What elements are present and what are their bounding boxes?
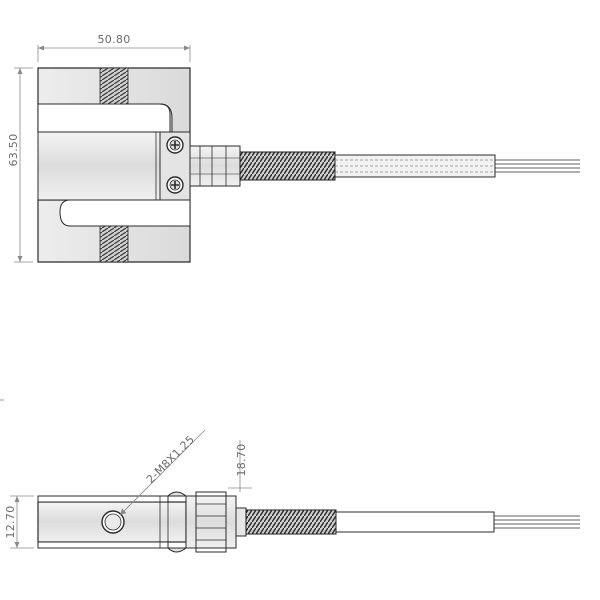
screw-head-bottom-icon [166, 547, 188, 553]
top-thread [99, 67, 129, 105]
thread-callout-label: 2-M8X1.25 [144, 433, 197, 486]
width-dimension: 50.80 [37, 33, 191, 62]
upper-slot [37, 103, 171, 133]
screw-top-icon [166, 136, 184, 154]
connector-nut [189, 145, 241, 187]
side-wires [494, 515, 580, 529]
strain-relief [239, 151, 336, 181]
screw-head-top-icon [166, 491, 188, 497]
thickness-dimension: 12.70 [4, 495, 34, 549]
height-label: 63.50 [7, 134, 20, 167]
side-height-dimension: 18.70 [228, 440, 252, 492]
side-cable [335, 511, 495, 533]
middle-block [37, 131, 161, 201]
width-label: 50.80 [98, 33, 131, 46]
wires [495, 159, 580, 173]
screw-bottom-icon [166, 176, 184, 194]
threaded-hole-icon [101, 510, 125, 534]
lower-slot [59, 199, 191, 227]
bottom-thread [99, 225, 129, 263]
side-view: 12.70 18.70 2-M8X1.25 [4, 429, 580, 553]
height-dimension: 63.50 [7, 67, 33, 263]
side-height-label: 18.70 [235, 444, 248, 477]
front-view: 50.80 63.50 [7, 33, 580, 263]
side-connector [185, 495, 237, 549]
thickness-label: 12.70 [4, 506, 17, 539]
side-strain-relief [245, 509, 337, 535]
